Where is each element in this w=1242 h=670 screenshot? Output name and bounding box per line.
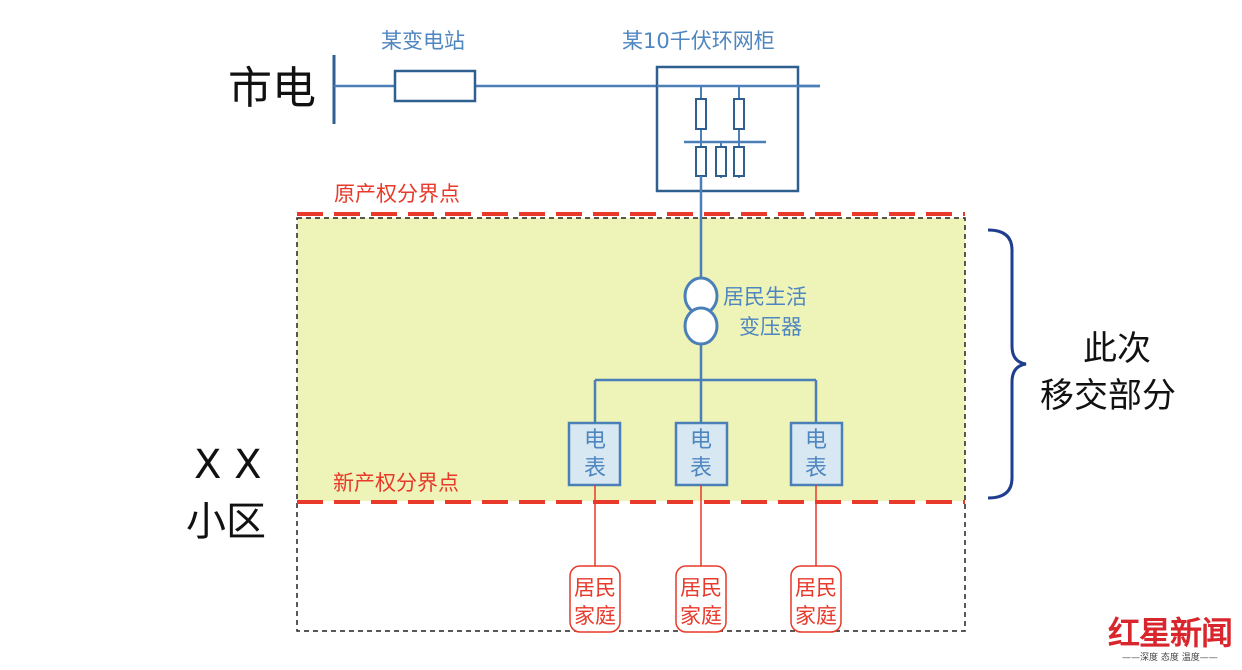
watermark-slogan: ——深度 态度 温度—— <box>1122 653 1218 663</box>
community-label-line2: 小区 <box>186 499 266 545</box>
transfer-brace <box>987 228 1027 500</box>
community-boundary <box>296 217 966 632</box>
old-boundary-label: 原产权分界点 <box>334 182 460 206</box>
household-label: 家庭 <box>574 604 616 628</box>
news-watermark: 红星新闻 ——深度 态度 温度—— <box>1108 608 1238 666</box>
ring-main-unit-box <box>655 65 800 193</box>
meter-box <box>674 421 729 487</box>
meter-label: 表 <box>690 456 712 481</box>
meter-label: 电 <box>584 428 606 453</box>
ring-main-unit-label: 某10千伏环网柜 <box>622 29 775 53</box>
household-label: 家庭 <box>680 604 722 628</box>
household-box <box>569 565 621 633</box>
meter-label: 表 <box>805 456 827 481</box>
city-power-label: 市电 <box>228 63 316 114</box>
rmu-fuse <box>715 146 727 177</box>
transformer-label-line2: 变压器 <box>739 315 802 339</box>
substation-symbol <box>393 69 477 103</box>
meter-label: 电 <box>690 428 712 453</box>
transformer-lower-coil <box>683 306 719 346</box>
meter-box <box>567 421 622 487</box>
household-label: 居民 <box>680 576 722 600</box>
household-label: 居民 <box>574 576 616 600</box>
rmu-fuse <box>733 98 745 130</box>
household-label: 家庭 <box>795 604 837 628</box>
new-boundary-label: 新产权分界点 <box>333 471 459 495</box>
household-box <box>790 565 842 633</box>
rmu-fuse <box>733 146 745 177</box>
household-label: 居民 <box>795 576 837 600</box>
watermark-brand: 红星新闻 <box>1108 614 1233 652</box>
meter-label: 电 <box>805 428 827 453</box>
substation-label: 某变电站 <box>381 29 465 53</box>
rmu-fuse <box>695 146 707 177</box>
transfer-region <box>297 218 965 501</box>
transfer-label-line2: 移交部分 <box>1040 376 1176 416</box>
community-label-line1: X X <box>194 442 262 488</box>
transformer-label-line1: 居民生活 <box>723 285 807 309</box>
rmu-fuse <box>695 98 707 130</box>
transfer-label-line1: 此次 <box>1083 329 1151 369</box>
meter-label: 表 <box>584 456 606 481</box>
household-box <box>675 565 727 633</box>
